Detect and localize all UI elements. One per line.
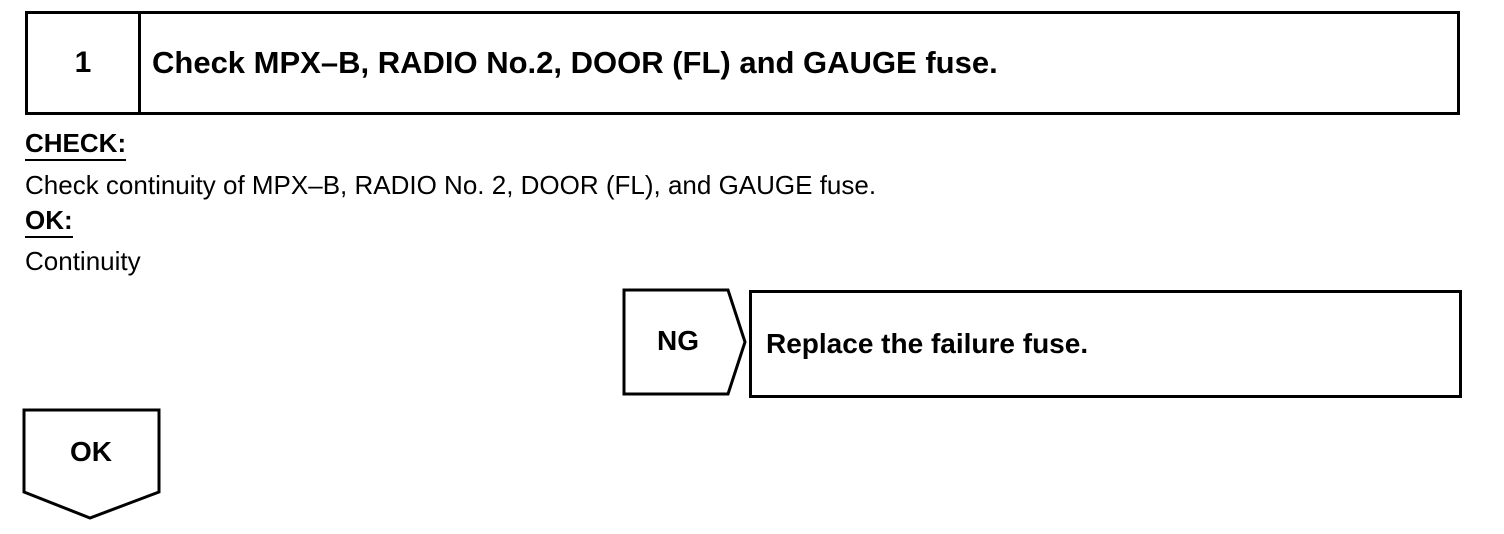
ng-label: NG [657, 325, 699, 356]
ng-action-text: Replace the failure fuse. [766, 328, 1089, 359]
step-header: 1 Check MPX–B, RADIO No.2, DOOR (FL) and… [25, 11, 1460, 115]
step-title: Check MPX–B, RADIO No.2, DOOR (FL) and G… [152, 45, 998, 80]
ng-action-box: Replace the failure fuse. [749, 290, 1462, 398]
ok-arrow-label: OK [70, 436, 112, 467]
check-label: CHECK: [25, 128, 127, 161]
step-number: 1 [28, 14, 141, 112]
ok-down-arrow-icon [22, 408, 161, 520]
ng-arrow-icon [622, 288, 747, 396]
check-text: Check continuity of MPX–B, RADIO No. 2, … [25, 170, 877, 200]
ok-text: Continuity [25, 246, 141, 276]
ok-label: OK: [25, 205, 73, 238]
